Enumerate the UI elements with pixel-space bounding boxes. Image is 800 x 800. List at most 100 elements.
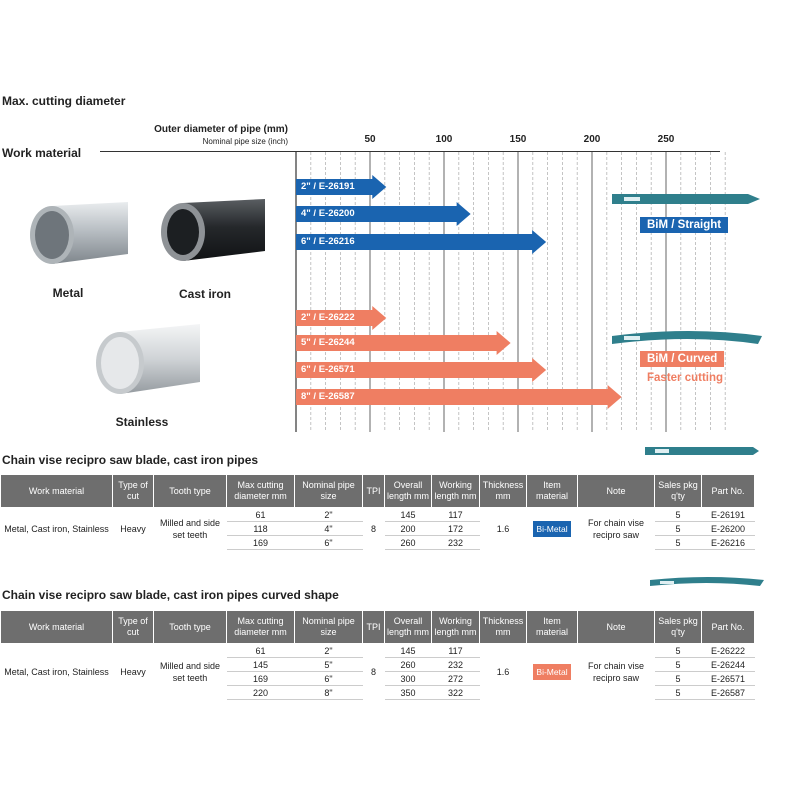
column-header: Part No. bbox=[701, 474, 755, 508]
arrow-label: 2" / E-26191 bbox=[301, 181, 355, 192]
column-header: Overall length mm bbox=[384, 474, 432, 508]
column-header: Item material bbox=[526, 474, 578, 508]
stainless-pipe-image bbox=[96, 324, 200, 394]
part-number-cell: E-26216 bbox=[701, 535, 755, 550]
column-header: Note bbox=[577, 474, 655, 508]
table-cell: 169 bbox=[226, 535, 295, 550]
table-cell: 5 bbox=[654, 685, 702, 700]
table-cell: 2" bbox=[294, 507, 363, 522]
cutting-diameter-chart bbox=[295, 152, 762, 432]
work-material-cell: Metal, Cast iron, Stainless bbox=[4, 523, 109, 534]
column-header: Thickness mm bbox=[479, 474, 527, 508]
table-cell: 5 bbox=[654, 671, 702, 686]
part-number-cell: E-26222 bbox=[701, 643, 755, 658]
part-number-cell: E-26587 bbox=[701, 685, 755, 700]
part-number-cell: E-26244 bbox=[701, 657, 755, 672]
column-header: Work material bbox=[0, 610, 113, 644]
material-label-metal: Metal bbox=[52, 286, 84, 300]
tooth-type-cell: Milled and side set teeth bbox=[159, 517, 221, 540]
column-header: Tooth type bbox=[153, 474, 227, 508]
table-cell: 4" bbox=[294, 521, 363, 536]
axis-line bbox=[100, 151, 720, 152]
column-header: Type of cut bbox=[112, 474, 154, 508]
tick-label: 200 bbox=[583, 134, 601, 145]
table-cell: 6" bbox=[294, 535, 363, 550]
arrow-label: 4" / E-26200 bbox=[301, 208, 355, 219]
column-header: Thickness mm bbox=[479, 610, 527, 644]
blade-label-icon bbox=[624, 336, 640, 340]
part-number-cell: E-26571 bbox=[701, 671, 755, 686]
arrow-bar-e-26571 bbox=[296, 358, 547, 382]
tick-label: 150 bbox=[509, 134, 527, 145]
straight-blade-icon bbox=[612, 194, 760, 204]
chart-title: Max. cutting diameter bbox=[2, 94, 126, 108]
note-cell: For chain vise recipro saw bbox=[587, 660, 645, 683]
part-number-cell: E-26191 bbox=[701, 507, 755, 522]
column-header: Tooth type bbox=[153, 610, 227, 644]
table-cell: 145 bbox=[226, 657, 295, 672]
work-material-label: Work material bbox=[2, 146, 82, 160]
arrow-label: 5" / E-26244 bbox=[301, 337, 355, 348]
bim-straight-badge: BiM / Straight bbox=[640, 217, 729, 233]
table-cell: 232 bbox=[431, 535, 480, 550]
table-cell: 117 bbox=[431, 643, 480, 658]
column-header: Overall length mm bbox=[384, 610, 432, 644]
thickness-cell: 1.6 bbox=[496, 666, 510, 677]
tick-label: 100 bbox=[435, 134, 453, 145]
table-cell: 2" bbox=[294, 643, 363, 658]
column-header: Work material bbox=[0, 474, 113, 508]
arrow-bar-e-26191 bbox=[296, 175, 387, 199]
table2-title: Chain vise recipro saw blade, cast iron … bbox=[2, 588, 339, 602]
type-of-cut-cell: Heavy bbox=[120, 523, 146, 534]
curved-blade-icon bbox=[612, 331, 762, 344]
material-label-stainless: Stainless bbox=[115, 415, 169, 429]
table-cell: 350 bbox=[384, 685, 432, 700]
material-label-cast-iron: Cast iron bbox=[178, 287, 232, 301]
column-header: TPI bbox=[362, 474, 385, 508]
tick-label: 50 bbox=[364, 134, 376, 145]
tpi-cell: 8 bbox=[370, 523, 376, 534]
table-cell: 5 bbox=[654, 535, 702, 550]
column-header: Nominal pipe size bbox=[294, 474, 363, 508]
part-number-cell: E-26200 bbox=[701, 521, 755, 536]
column-header: Type of cut bbox=[112, 610, 154, 644]
arrow-bar-e-26222 bbox=[296, 306, 387, 330]
table-cell: 5 bbox=[654, 643, 702, 658]
tpi-cell: 8 bbox=[370, 666, 376, 677]
table-cell: 5 bbox=[654, 507, 702, 522]
bim-curved-badge: BiM / Curved bbox=[640, 351, 725, 367]
arrow-label: 8" / E-26587 bbox=[301, 391, 355, 402]
arrow-bar-e-26244 bbox=[296, 331, 511, 355]
arrow-label: 2" / E-26222 bbox=[301, 312, 355, 323]
table-cell: 117 bbox=[431, 507, 480, 522]
table-cell: 61 bbox=[226, 507, 295, 522]
column-header: Sales pkg q'ty bbox=[654, 474, 702, 508]
tooth-type-cell: Milled and side set teeth bbox=[159, 660, 221, 683]
table-cell: 6" bbox=[294, 671, 363, 686]
table-cell: 260 bbox=[384, 657, 432, 672]
arrow-label: 6" / E-26571 bbox=[301, 364, 355, 375]
table-cell: 145 bbox=[384, 643, 432, 658]
table-cell: 8" bbox=[294, 685, 363, 700]
arrow-label: 6" / E-26216 bbox=[301, 236, 355, 247]
blade-label-icon bbox=[624, 197, 640, 201]
straight-blade-image bbox=[645, 447, 759, 455]
item-material-badge: Bi-Metal bbox=[533, 520, 571, 537]
column-header: TPI bbox=[362, 610, 385, 644]
work-material-cell: Metal, Cast iron, Stainless bbox=[4, 666, 109, 677]
metal-pipe-image bbox=[30, 202, 128, 264]
faster-cutting-note: Faster cutting bbox=[647, 372, 724, 384]
column-header: Working length mm bbox=[431, 474, 480, 508]
axis-subtitle: Nominal pipe size (inch) bbox=[202, 137, 288, 146]
table-cell: 118 bbox=[226, 521, 295, 536]
column-header: Max cutting diameter mm bbox=[226, 474, 295, 508]
table-cell: 272 bbox=[431, 671, 480, 686]
column-header: Working length mm bbox=[431, 610, 480, 644]
